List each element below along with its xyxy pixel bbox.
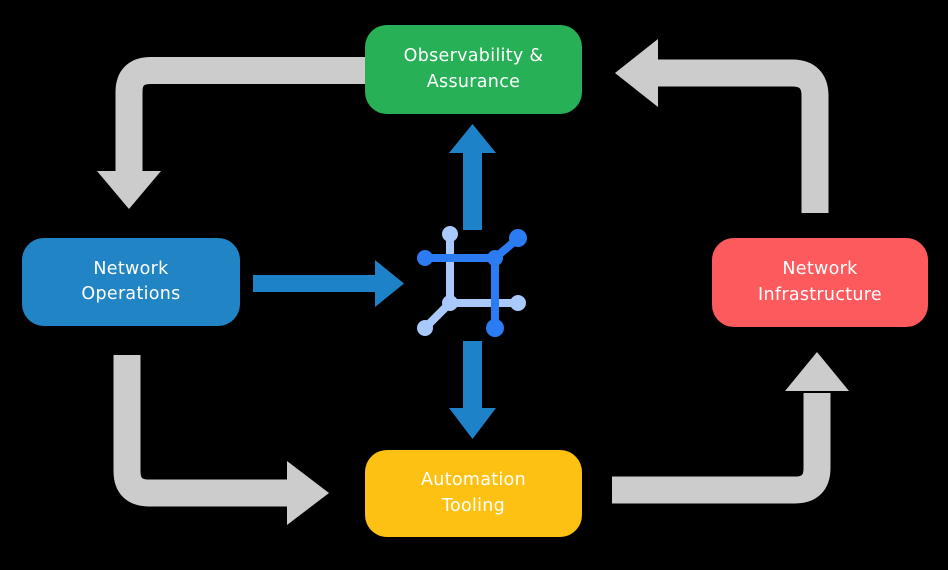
arrow-operations-to-center [253,260,404,307]
node-network-operations: Network Operations [22,238,240,326]
icon-light-nodes [417,226,526,336]
node-observability-assurance: Observability & Assurance [365,25,582,114]
node-automation-label: Automation Tooling [421,470,526,516]
icon-dark-nodes [417,229,527,337]
node-network-infrastructure: Network Infrastructure [712,238,928,327]
arrow-observability-to-operations [97,57,365,209]
node-automation-tooling: Automation Tooling [365,450,582,537]
node-observability-label: Observability & Assurance [403,46,544,92]
arrow-operations-to-automation [113,355,329,525]
node-operations-label: Network Operations [81,258,181,304]
arrow-automation-to-infrastructure [612,352,849,504]
arrow-infrastructure-to-observability [615,39,829,213]
node-infrastructure-label: Network Infrastructure [758,259,882,305]
network-automation-icon [417,226,527,337]
arrow-center-to-automation [449,341,496,439]
arrow-center-to-observability [449,124,496,230]
